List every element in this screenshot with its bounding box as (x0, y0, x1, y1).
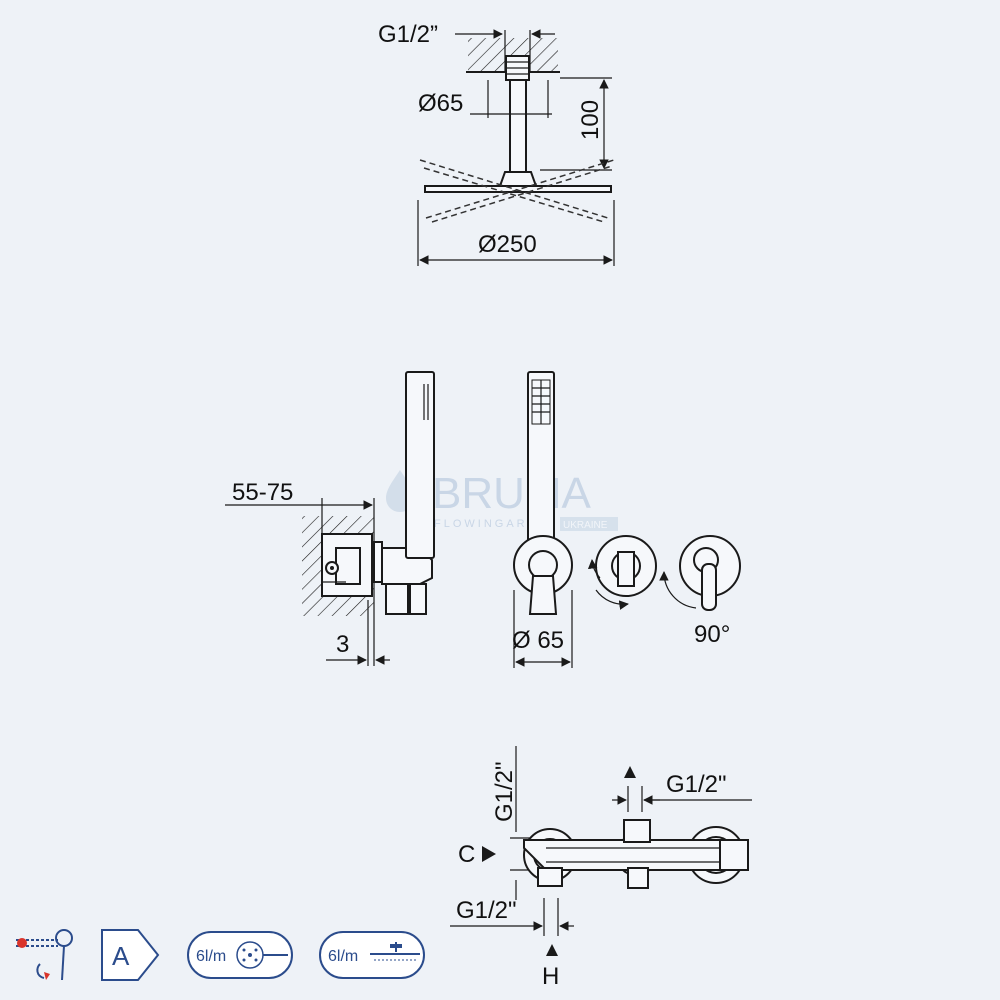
hand-shower-side-view: 55-75 3 (225, 371, 435, 666)
mixer-knob: 90° (659, 535, 741, 648)
shower-arm (509, 79, 527, 173)
bottom-thread-label: G1/2" (456, 897, 517, 924)
hand-shower-handle (405, 371, 435, 559)
watermark-tagline: FLOWINGART (434, 518, 537, 530)
head-diameter-label: Ø250 (478, 231, 537, 258)
head-flow-label: 6l/m (328, 948, 358, 965)
ball-joint (498, 171, 538, 187)
brand-watermark: BRUMA FLOWINGART UKRAINE (386, 469, 618, 531)
top-thread-label: G1/2" (666, 771, 727, 798)
head-flow-badge: 6l/m (319, 931, 425, 979)
top-arrow-icon (624, 766, 636, 778)
watermark-region: UKRAINE (563, 520, 608, 531)
hand-shower-front-view: Ø 65 (512, 371, 573, 668)
hand-flow-label: 6l/m (196, 948, 226, 965)
mixer-body-view: G1/2" C G1/2" G1/2" H (450, 746, 752, 990)
rotation-label: 90° (694, 621, 730, 648)
wall-depth-label: 55-75 (232, 479, 293, 506)
energy-class-label: A (112, 941, 130, 971)
thread-dimension-label: G1/2” (378, 21, 438, 48)
cold-port-label: C (458, 841, 475, 868)
concealed-mixer-icon (16, 929, 73, 981)
hot-arrow-icon (546, 944, 558, 956)
offset-label: 3 (336, 631, 349, 658)
flange-diameter-label: Ø 65 (512, 627, 564, 654)
arm-length-label: 100 (577, 100, 604, 140)
mixer-lever (701, 563, 717, 611)
arm-diameter-label: Ø65 (418, 90, 463, 117)
overhead-shower-view: G1/2” Ø65 100 Ø250 (378, 21, 615, 266)
spec-badges: A 6l/m 6l/m (16, 929, 425, 981)
diverter-knob (587, 535, 657, 610)
watermark-brand: BRUMA (432, 469, 592, 518)
shower-head (424, 185, 612, 193)
overhead-shower-icon (370, 942, 420, 961)
energy-class-badge: A (101, 929, 160, 981)
hand-flow-badge: 6l/m (187, 931, 293, 979)
cold-arrow-icon (482, 846, 496, 862)
spray-nozzles (531, 379, 551, 425)
mixer-bar (523, 839, 741, 871)
hot-port-label: H (542, 963, 559, 990)
vertical-thread-label: G1/2" (491, 761, 518, 822)
